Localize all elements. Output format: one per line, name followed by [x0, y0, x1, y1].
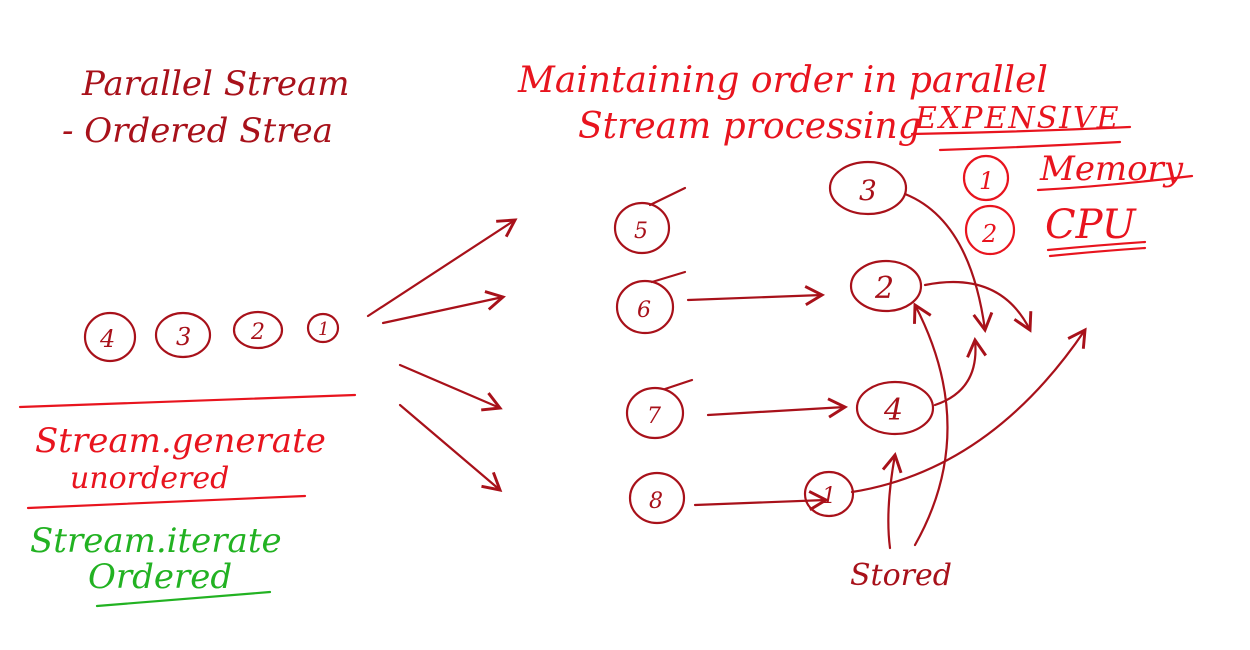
buffered-element: 3	[828, 160, 908, 216]
svg-text:8: 8	[649, 489, 663, 514]
note-ordered-stream: - Ordered Strea	[62, 111, 333, 151]
input-element: 3	[154, 311, 212, 359]
buffered-element: 4	[855, 380, 935, 436]
input-element: 1	[306, 312, 340, 344]
stream-generate-label: Stream.generate	[35, 421, 326, 461]
divider-top	[18, 393, 357, 409]
cpu-underline-2	[1048, 246, 1147, 258]
reorder-arrow	[903, 192, 994, 333]
svg-text:3: 3	[176, 323, 191, 351]
split-arrow	[381, 290, 506, 325]
expensive-underline	[910, 125, 1132, 136]
stored-pointer-arrow	[881, 452, 903, 550]
buffered-element: 1	[803, 470, 855, 518]
note-parallel-stream: Parallel Stream	[81, 64, 350, 104]
memory-label: Memory	[1039, 149, 1184, 189]
cpu-label: CPU	[1045, 202, 1137, 248]
ordered-underline	[95, 590, 272, 608]
cost-1-circle	[962, 154, 1010, 202]
expensive-label: EXPENSIVE	[914, 101, 1121, 136]
ordered-label: Ordered	[88, 557, 232, 597]
memory-underline	[1036, 174, 1194, 192]
input-element: 2	[232, 310, 284, 350]
svg-text:1: 1	[822, 484, 836, 509]
buffered-element: 2	[849, 259, 923, 313]
title-line-2: Stream processing	[578, 106, 921, 147]
expensive-underline-2	[938, 140, 1122, 152]
cpu-underline	[1046, 240, 1147, 252]
svg-text:1: 1	[318, 319, 329, 340]
cost-2-number: 2	[981, 220, 997, 248]
input-element: 4	[83, 311, 137, 363]
worker-element: 6	[615, 270, 687, 335]
stored-pointer-arrow	[913, 302, 949, 547]
svg-text:4: 4	[99, 325, 115, 353]
stored-label: Stored	[850, 558, 952, 593]
cost-1-number: 1	[979, 167, 994, 195]
stream-iterate-label: Stream.iterate	[30, 521, 282, 561]
cost-2-circle	[964, 204, 1016, 256]
title-line-1: Maintaining order in parallel	[517, 60, 1048, 101]
svg-text:2: 2	[874, 271, 894, 306]
split-arrow	[398, 363, 503, 412]
emit-arrow	[850, 327, 1087, 494]
worker-element: 5	[613, 186, 687, 255]
svg-text:3: 3	[859, 174, 877, 207]
svg-text:6: 6	[637, 298, 651, 323]
svg-text:5: 5	[634, 219, 648, 244]
split-arrow	[398, 403, 503, 492]
svg-text:7: 7	[647, 404, 661, 429]
worker-element: 8	[628, 471, 686, 525]
unordered-label: unordered	[70, 461, 229, 496]
worker-element: 7	[625, 378, 694, 440]
split-arrow	[366, 218, 518, 318]
reorder-arrow	[923, 280, 1033, 333]
process-arrow	[693, 490, 830, 512]
divider-middle	[26, 494, 307, 510]
process-arrow	[686, 285, 826, 307]
svg-text:2: 2	[250, 320, 265, 345]
svg-text:4: 4	[883, 393, 903, 428]
process-arrow	[706, 397, 849, 419]
reorder-arrow	[933, 336, 987, 407]
